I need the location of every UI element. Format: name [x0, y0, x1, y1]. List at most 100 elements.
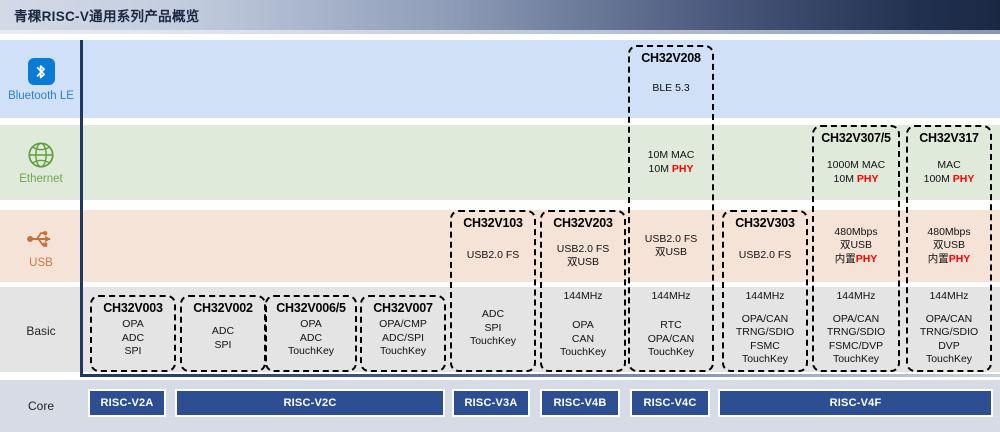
feature-line: 480Mbps — [834, 225, 878, 238]
feature-line: ADC/SPI — [381, 331, 424, 344]
feature-line: ADC — [121, 331, 145, 344]
feature-line: 双USB — [932, 239, 966, 252]
feature-line: OPA/CAN — [741, 312, 789, 325]
feature-line: 144MHz — [745, 290, 785, 303]
chip-name-label: CH32V007 — [373, 301, 433, 315]
ethernet-globe-icon — [26, 140, 56, 170]
row-band-bluetooth-le — [82, 40, 1000, 118]
feature-line: 内置PHY — [834, 252, 878, 265]
feature-line: ADC — [211, 325, 235, 337]
feature-line: OPA — [300, 318, 322, 331]
feature-line: TouchKey — [741, 353, 789, 365]
feature-line: USB2.0 FS — [466, 249, 520, 262]
chip-name-label: CH32V208 — [641, 51, 701, 65]
chip-basic-frequency: 144MHz — [722, 287, 808, 307]
feature-line: FSMC — [750, 339, 780, 352]
row-label-text: USB — [29, 256, 53, 269]
feature-line: SPI — [124, 345, 142, 358]
feature-line: 1000M MAC — [826, 159, 886, 171]
core-block-label: RISC-V2A — [100, 397, 154, 409]
feature-line: 10M PHY — [833, 172, 879, 185]
feature-line: OPA/CAN — [647, 332, 695, 345]
chip-box[interactable]: CH32V103 — [450, 210, 536, 372]
feature-line: OPA — [572, 319, 594, 332]
red-accent-text: PHY — [671, 162, 694, 175]
feature-line: ADC — [299, 331, 323, 344]
feature-line: OPA — [122, 318, 144, 331]
feature-line: TouchKey — [647, 346, 695, 359]
feature-line: 144MHz — [563, 290, 603, 303]
row-label-text: Basic — [26, 324, 56, 338]
core-block-label: RISC-V2C — [283, 397, 337, 409]
feature-line: SPI — [214, 338, 232, 351]
chip-box[interactable]: CH32V208 — [628, 45, 714, 372]
chip-usb-features: USB2.0 FS — [450, 230, 536, 282]
feature-line: 双USB — [566, 256, 600, 268]
feature-line: SPI — [484, 321, 502, 334]
chip-usb-features: USB2.0 FS — [722, 230, 808, 282]
chip-box[interactable]: CH32V303 — [722, 210, 808, 372]
core-block[interactable]: RISC-V4F — [718, 389, 993, 417]
feature-line: 双USB — [654, 246, 688, 258]
header-bar: 青稞RISC-V通用系列产品概览 — [0, 0, 1000, 30]
usb-trident-icon — [26, 224, 56, 254]
page-title: 青稞RISC-V通用系列产品概览 — [14, 9, 200, 24]
row-label-text: Ethernet — [19, 173, 63, 185]
core-block[interactable]: RISC-V2A — [88, 389, 166, 417]
core-block[interactable]: RISC-V4C — [630, 389, 710, 417]
red-accent-text: PHY — [952, 172, 975, 185]
chip-box[interactable]: CH32V203 — [540, 210, 626, 372]
feature-line: ADC — [481, 308, 505, 321]
chip-box[interactable]: CH32V307/5 — [812, 125, 900, 372]
core-block[interactable]: RISC-V2C — [175, 389, 445, 417]
core-block-label: RISC-V4F — [829, 397, 882, 409]
core-block[interactable]: RISC-V4B — [540, 389, 620, 417]
feature-line: TouchKey — [469, 335, 517, 348]
row-label-text: Bluetooth LE — [8, 89, 74, 102]
feature-line: 480Mbps — [927, 225, 971, 238]
feature-line: 内置PHY — [927, 252, 971, 265]
chip-box[interactable]: CH32V007 — [360, 295, 446, 372]
feature-line: OPA/CAN — [832, 312, 880, 325]
chip-box[interactable]: CH32V006/5 — [265, 295, 357, 372]
header-underline-divider — [0, 30, 1000, 34]
chip-name-label: CH32V203 — [553, 216, 613, 230]
red-accent-text: PHY — [948, 252, 971, 265]
feature-line: 144MHz — [651, 290, 691, 303]
chip-name-label: CH32V103 — [463, 216, 523, 230]
chip-box[interactable]: CH32V317 — [906, 125, 992, 372]
feature-line: 10M MAC — [647, 149, 695, 161]
feature-line: OPA/CAN — [925, 312, 973, 325]
chip-name-label: CH32V002 — [193, 301, 253, 315]
chip-name-label: CH32V006/5 — [276, 301, 346, 315]
chip-name-label: CH32V303 — [735, 216, 795, 230]
core-block[interactable]: RISC-V3A — [452, 389, 530, 417]
core-block-label: RISC-V4B — [553, 397, 607, 409]
y-axis-line — [80, 40, 83, 377]
feature-line: 144MHz — [836, 290, 876, 303]
row-label-usb: USB — [0, 210, 82, 282]
row-band-ethernet — [82, 125, 1000, 200]
feature-line: TouchKey — [559, 346, 607, 359]
chip-box[interactable]: CH32V003 — [90, 295, 176, 372]
chip-basic-frequency: 144MHz — [906, 287, 992, 307]
feature-line: 10M PHY — [648, 162, 694, 175]
feature-line: 100M PHY — [923, 172, 975, 185]
chip-basic-frequency: 144MHz — [628, 287, 714, 307]
